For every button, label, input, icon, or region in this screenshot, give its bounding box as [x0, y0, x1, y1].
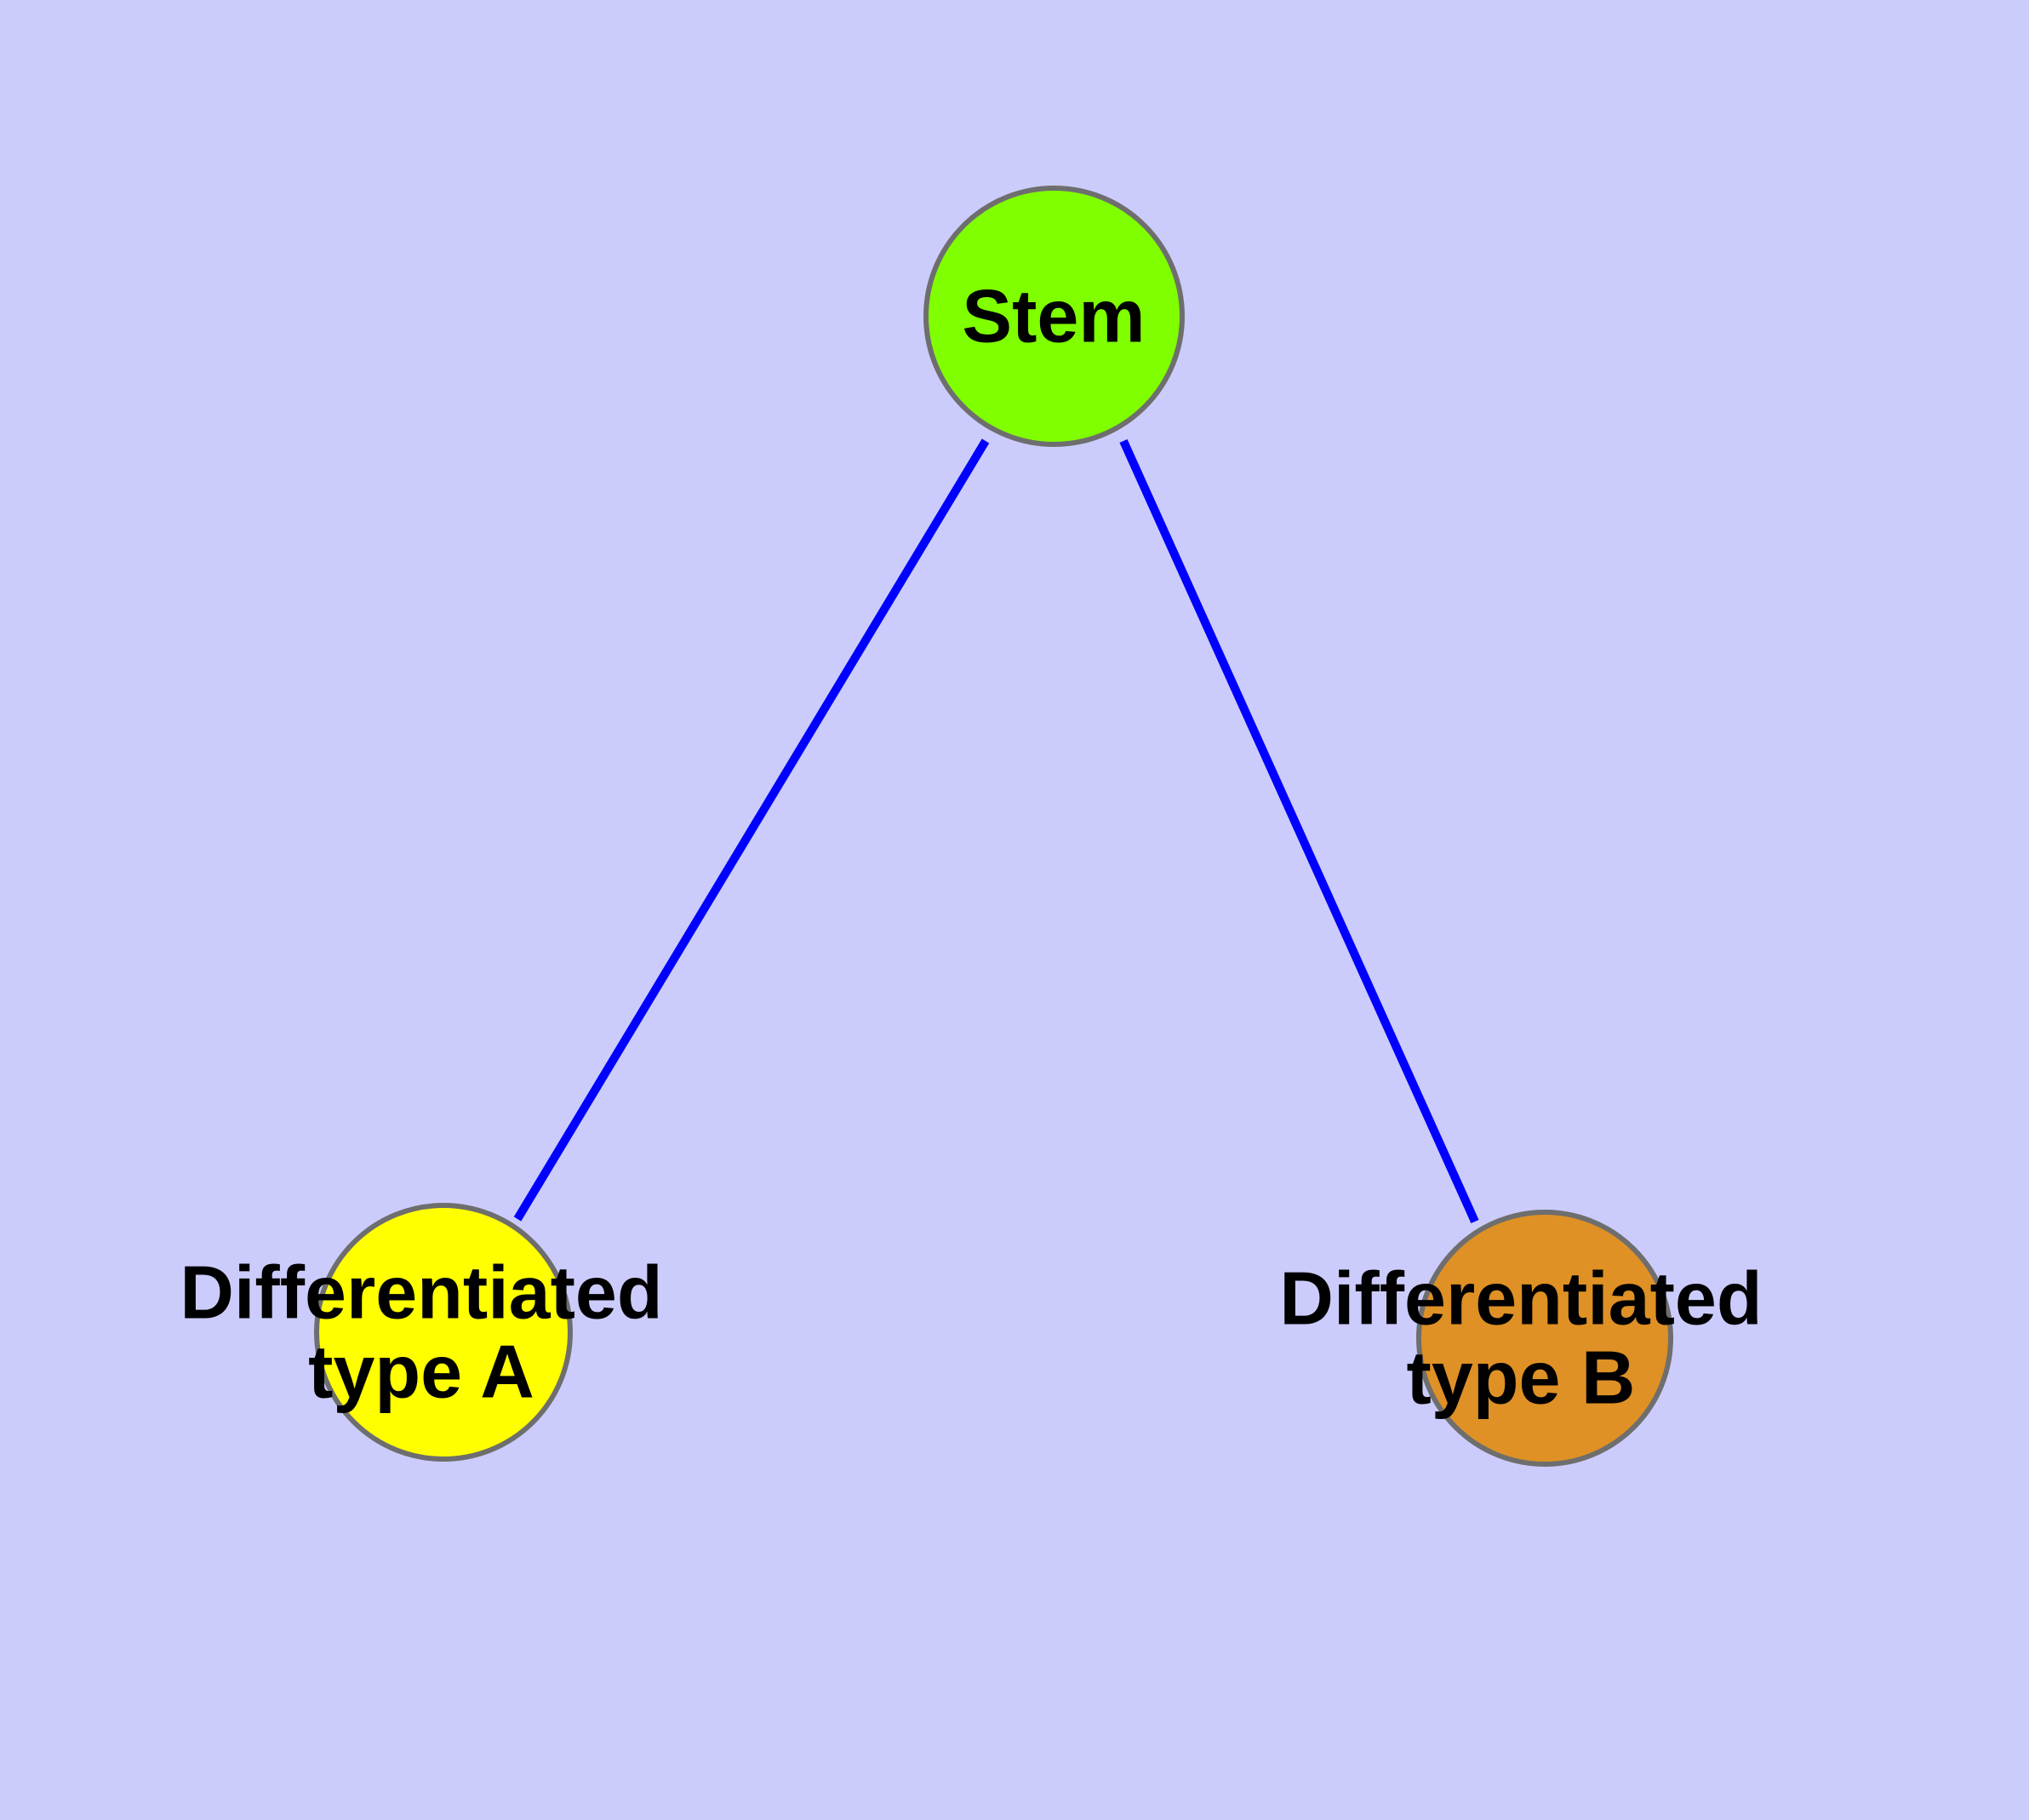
node-stem-circle: [923, 185, 1185, 447]
node-differentiated-type-a-circle: [314, 1203, 573, 1462]
edge-stem-to-differentiated-type-b[interactable]: [1119, 438, 1479, 1224]
node-differentiated-type-b[interactable]: Differentiated type B: [1279, 1210, 1763, 1467]
node-differentiated-type-b-circle: [1416, 1210, 1673, 1467]
node-differentiated-type-a[interactable]: Differentiated type A: [180, 1203, 663, 1462]
edge-stem-to-differentiated-type-a[interactable]: [513, 438, 990, 1222]
node-stem[interactable]: Stem: [923, 185, 1185, 447]
